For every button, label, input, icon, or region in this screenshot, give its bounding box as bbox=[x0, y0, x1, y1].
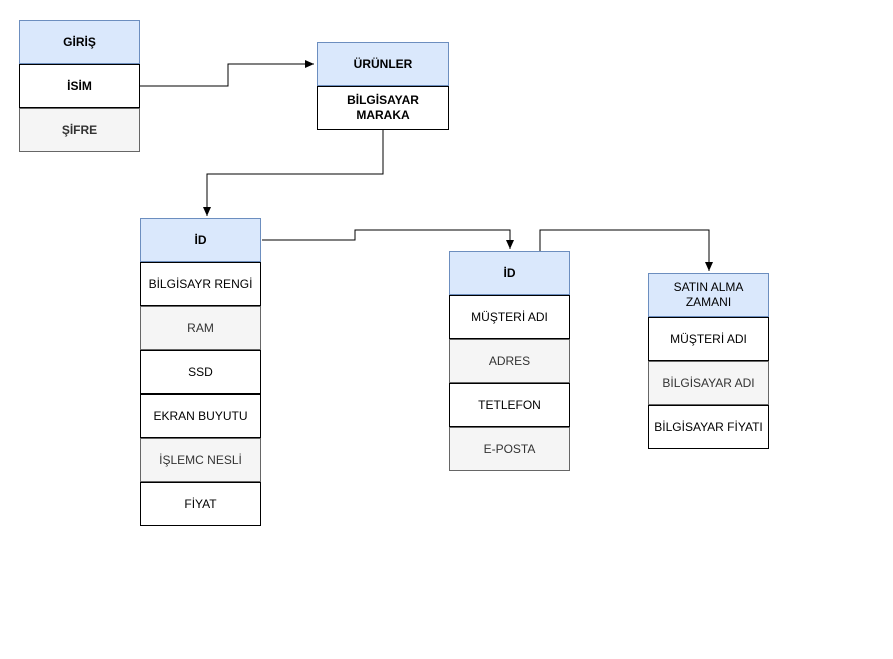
table-urun-id-row-fiyat: FİYAT bbox=[140, 482, 261, 526]
table-urun-id-row-ekran: EKRAN BUYUTU bbox=[140, 394, 261, 438]
table-satis-header: SATIN ALMA ZAMANI bbox=[648, 273, 769, 317]
table-satis-row-musteri-adi: MÜŞTERİ ADI bbox=[648, 317, 769, 361]
table-satis-row-bilgisayar-fiyati: BİLGİSAYAR FİYATI bbox=[648, 405, 769, 449]
table-giris-header: GİRİŞ bbox=[19, 20, 140, 64]
table-urunler-header: ÜRÜNLER bbox=[317, 42, 449, 86]
connector-maraka-to-urun-id bbox=[203, 130, 384, 216]
connector-musteri-id-to-satis bbox=[539, 229, 713, 271]
table-giris-row-isim: İSİM bbox=[19, 64, 140, 108]
table-urun-id-row-ssd: SSD bbox=[140, 350, 261, 394]
table-urun-id-header: İD bbox=[140, 218, 261, 262]
table-musteri-row-ad: MÜŞTERİ ADI bbox=[449, 295, 570, 339]
connector-isim-to-urunler bbox=[140, 60, 314, 87]
table-urunler-row-maraka: BİLGİSAYAR MARAKA bbox=[317, 86, 449, 130]
table-satis-row-bilgisayar-adi: BİLGİSAYAR ADI bbox=[648, 361, 769, 405]
table-musteri-row-eposta: E-POSTA bbox=[449, 427, 570, 471]
table-giris-row-sifre: ŞİFRE bbox=[19, 108, 140, 152]
table-urun-id-row-islemci: İŞLEMC NESLİ bbox=[140, 438, 261, 482]
table-urun-id-row-ram: RAM bbox=[140, 306, 261, 350]
table-musteri-row-telefon: TETLEFON bbox=[449, 383, 570, 427]
connector-urun-id-to-musteri-id bbox=[262, 229, 514, 249]
table-urun-id-row-renk: BİLGİSAYR RENGİ bbox=[140, 262, 261, 306]
table-musteri-row-adres: ADRES bbox=[449, 339, 570, 383]
table-musteri-header: İD bbox=[449, 251, 570, 295]
